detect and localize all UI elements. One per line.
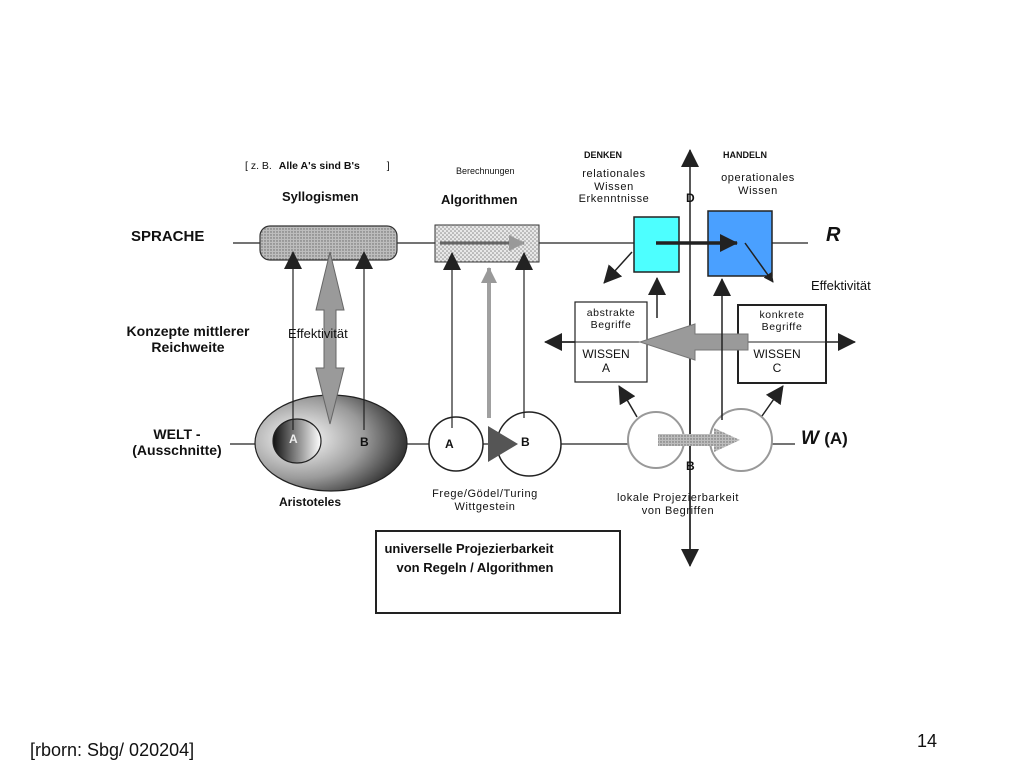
lokale-to-abstrakt-arrow xyxy=(618,385,638,418)
effektivitaet-left-label: Effektivität xyxy=(288,326,348,341)
abstrakt-top-text: abstrakte Begriffe xyxy=(575,307,647,331)
relationales-wissen-label: relationales Wissen Erkenntnisse xyxy=(572,168,656,206)
circle-b-label: B xyxy=(521,435,530,449)
axis-w-label: W (A) xyxy=(801,428,848,450)
circle-a-label: A xyxy=(445,437,454,451)
lokale-line-1: lokale Projezierbarkeit xyxy=(616,492,740,504)
footer-citation: [rborn: Sbg/ 020204] xyxy=(30,740,195,760)
relationales-line-2: Wissen xyxy=(594,180,634,193)
aristoteles-a-label: A xyxy=(289,432,298,446)
operationales-line-2: Wissen xyxy=(738,184,778,197)
konzepte-line-1: Konzepte mittlerer xyxy=(126,323,250,339)
frege-circle-a xyxy=(428,416,484,472)
universell-line-1: universelle Projezierbarkeit xyxy=(384,541,554,556)
konkret-to-abstrakt-gray-arrow xyxy=(638,323,749,361)
lokale-dotted-arrow-shaft xyxy=(658,434,716,446)
abstrakt-line-2: Begriffe xyxy=(590,319,632,332)
axis-w: W xyxy=(801,428,819,449)
effektivitaet-right-label: Effektivität xyxy=(811,278,871,293)
page-number: 14 xyxy=(917,731,938,751)
konkret-wissen: WISSEN xyxy=(753,347,801,361)
axis-d-label: D xyxy=(686,191,695,205)
operationales-wissen-label: operationales Wissen xyxy=(708,172,808,197)
aristoteles-inner-a xyxy=(272,418,322,464)
aristoteles-b-label: B xyxy=(360,435,369,449)
konkret-line-1: konkrete xyxy=(759,309,805,321)
konzepte-line-2: Reichweite xyxy=(151,339,225,356)
frege-arrow-head xyxy=(488,426,518,462)
algorithmen-label: Algorithmen xyxy=(441,192,518,207)
example-prefix: [ z. B. xyxy=(245,160,272,172)
denken-label: DENKEN xyxy=(584,150,623,160)
syllogismen-box xyxy=(259,225,398,261)
lokale-label: lokale Projezierbarkeit von Begriffen xyxy=(600,492,756,517)
example-bracket: [ z. B. Alle A's sind B's ] xyxy=(245,160,390,172)
example-text: Alle A's sind B's xyxy=(278,160,360,172)
example-suffix: ] xyxy=(386,160,390,172)
lokale-line-2: von Begriffen xyxy=(641,504,715,517)
relationales-line-1: relationales xyxy=(582,168,646,180)
effektivitaet-gray-double-arrow xyxy=(315,251,345,425)
relational-to-abstrakt-arrow xyxy=(603,251,633,284)
abstrakt-letter: A xyxy=(601,360,610,375)
universell-text: universelle Projezierbarkeit von Regeln … xyxy=(369,541,569,576)
axis-b-label: B xyxy=(686,459,695,473)
aristoteles-label: Aristoteles xyxy=(279,495,342,509)
lokale-to-konkret-arrow xyxy=(761,385,784,417)
handeln-label: HANDELN xyxy=(723,150,767,160)
abstrakt-wissen: WISSEN xyxy=(582,347,630,361)
welt-label: WELT - (Ausschnitte) xyxy=(108,426,246,458)
frege-line-1: Frege/Gödel/Turing xyxy=(432,488,538,500)
frege-label: Frege/Gödel/Turing Wittgestein xyxy=(418,488,552,513)
syllogismen-label: Syllogismen xyxy=(282,189,359,204)
axis-w-suffix: (A) xyxy=(824,429,848,448)
relationales-line-3: Erkenntnisse xyxy=(578,193,650,206)
abstrakt-line-1: abstrakte xyxy=(586,307,636,319)
welt-line-2: (Ausschnitte) xyxy=(132,442,222,459)
konkret-line-2: Begriffe xyxy=(761,321,803,334)
konkret-bottom-text: WISSEN C xyxy=(738,347,816,376)
universell-line-2: von Regeln / Algorithmen xyxy=(396,559,554,575)
lokale-dotted-arrow-head xyxy=(714,428,740,452)
abstrakt-bottom-text: WISSEN A xyxy=(575,347,637,376)
welt-line-1: WELT - xyxy=(153,426,201,442)
axis-r-label: R xyxy=(826,224,841,246)
berechnungen-label: Berechnungen xyxy=(456,166,515,176)
konkret-letter: C xyxy=(772,360,782,375)
konzepte-label: Konzepte mittlerer Reichweite xyxy=(108,323,268,355)
frege-line-2: Wittgestein xyxy=(454,500,516,513)
konkret-top-text: konkrete Begriffe xyxy=(738,309,826,333)
sprache-label: SPRACHE xyxy=(131,228,205,245)
universell-box: universelle Projezierbarkeit von Regeln … xyxy=(375,530,621,614)
operationales-line-1: operationales xyxy=(721,172,795,184)
operational-out-arrow xyxy=(744,242,774,283)
konkret-box xyxy=(737,304,827,384)
